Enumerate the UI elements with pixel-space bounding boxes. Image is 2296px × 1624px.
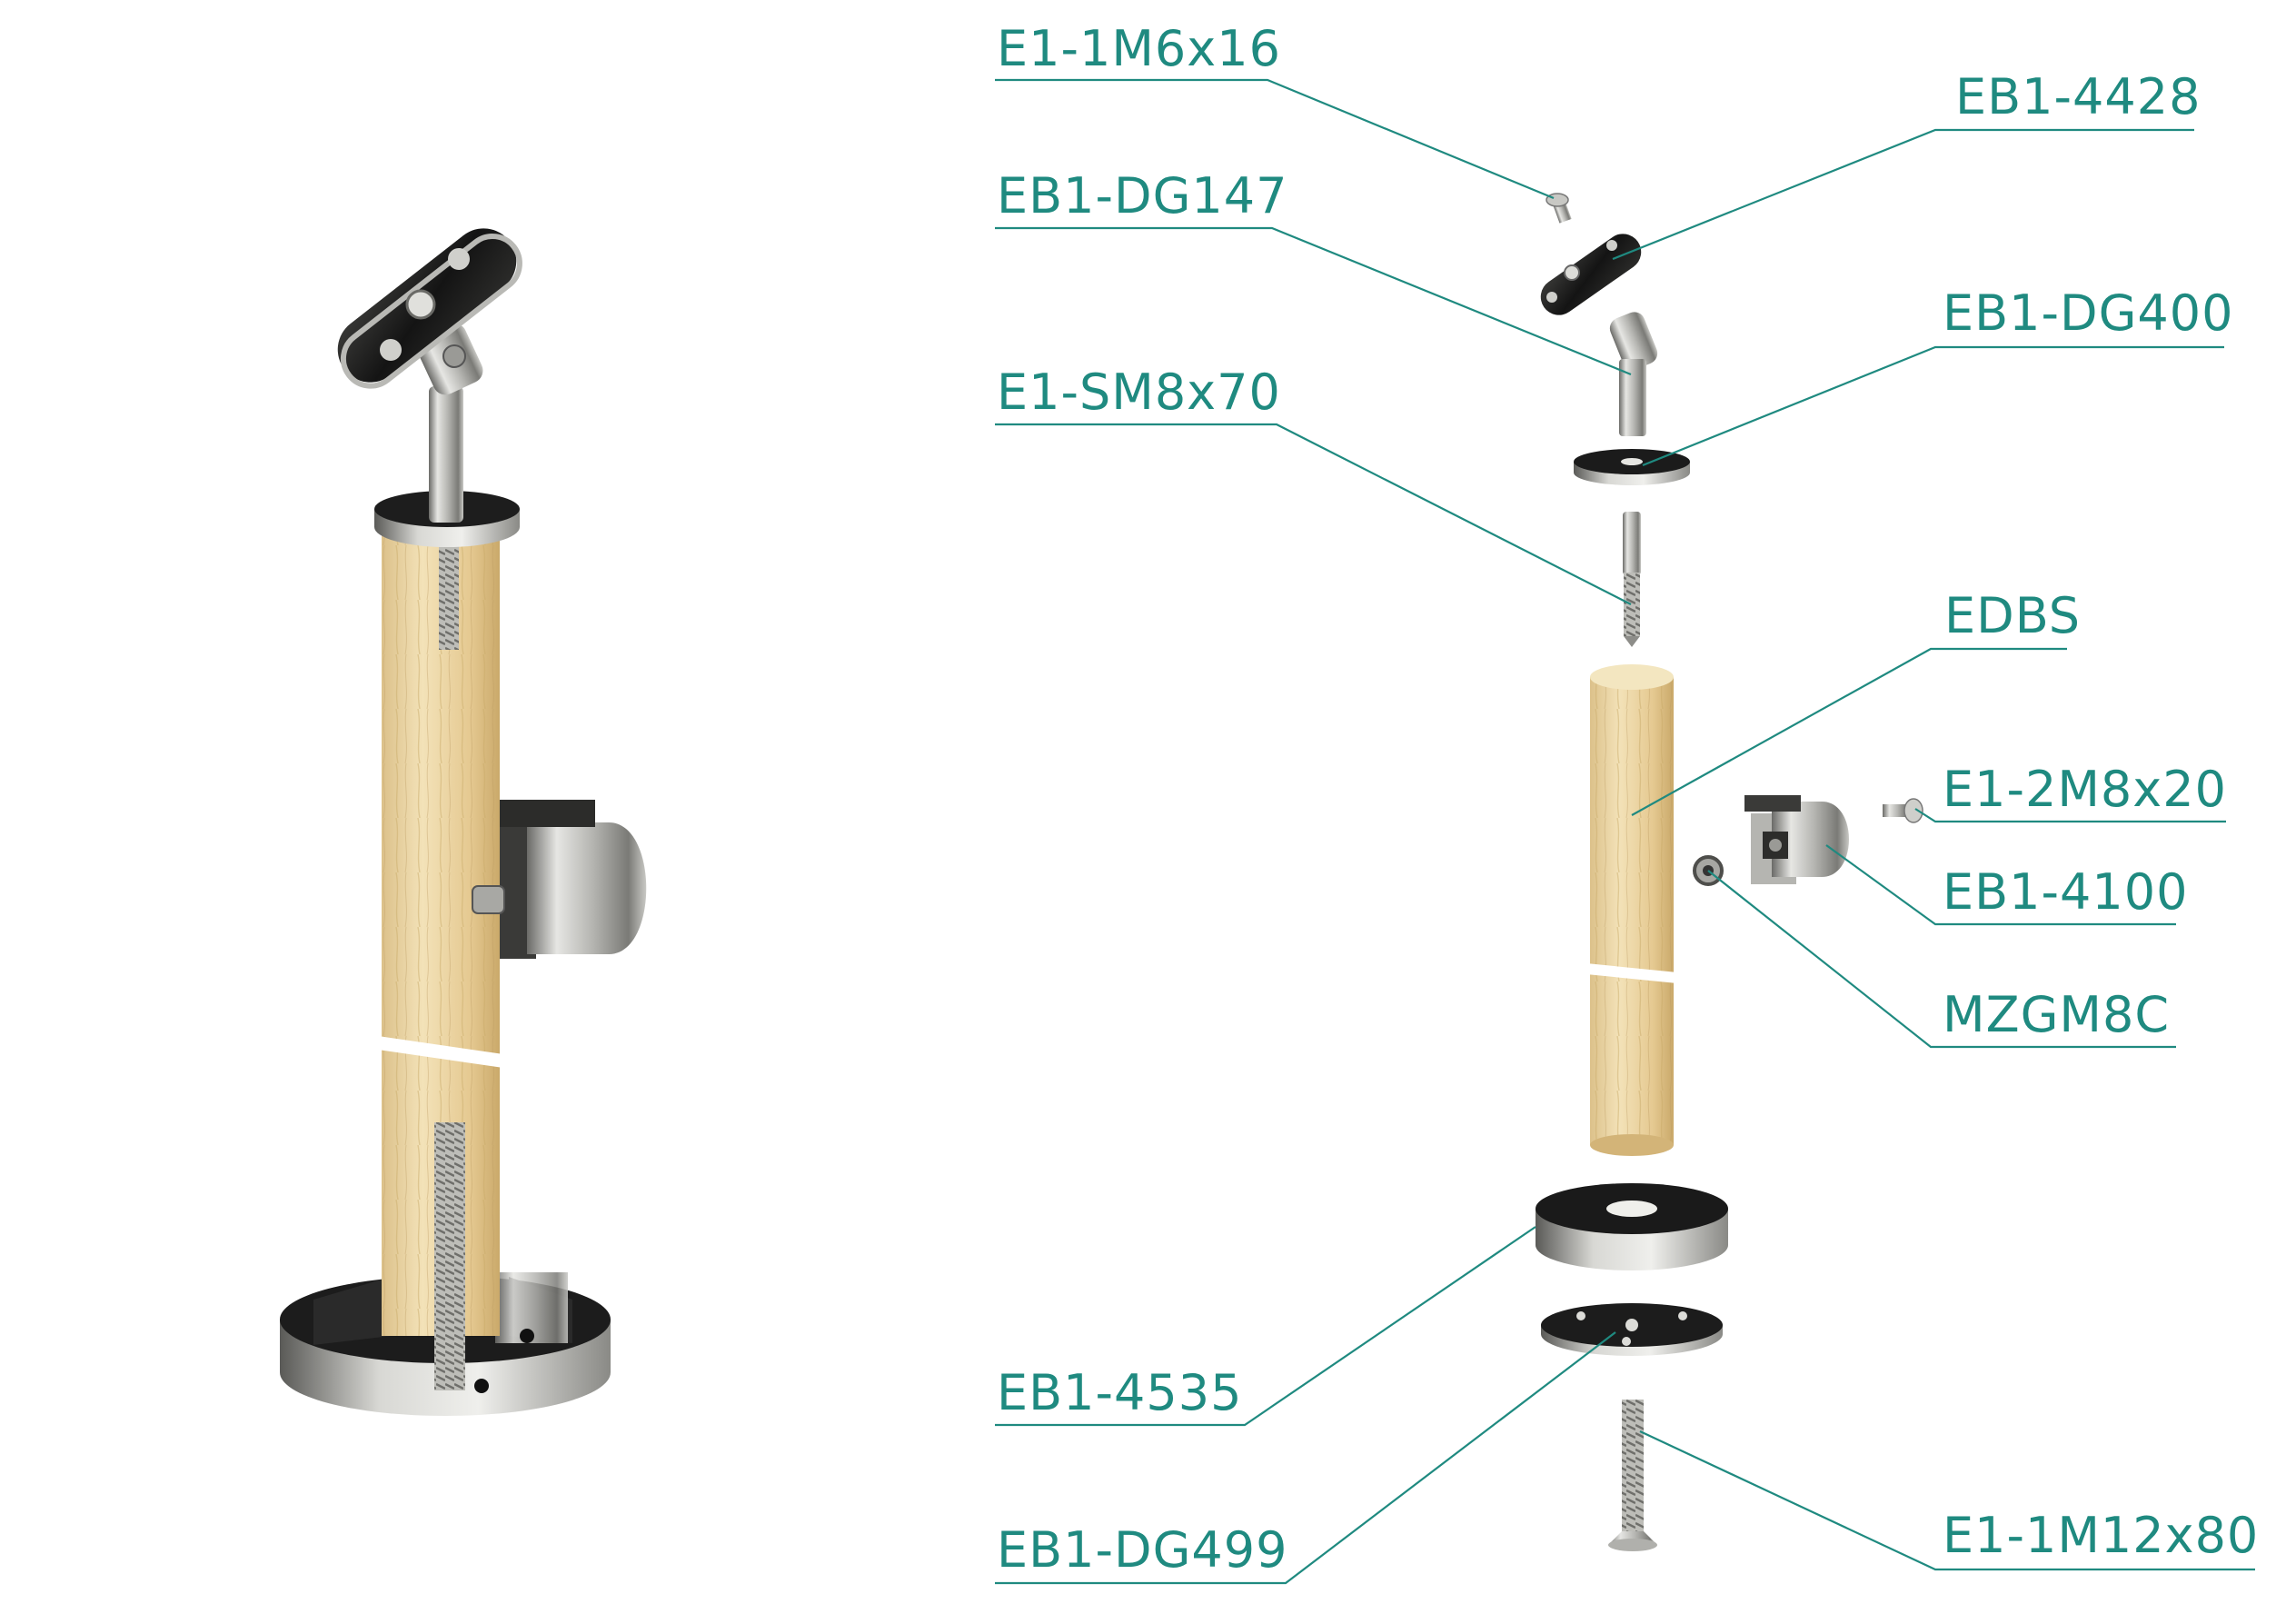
exploded-base-flange <box>1536 1183 1728 1270</box>
leader-e1-1m12x80 <box>1639 1430 2255 1571</box>
exploded-base-plate <box>1541 1303 1723 1356</box>
label-mzgm8c: MZGM8C <box>1943 986 2170 1043</box>
leader-eb1-4428 <box>1612 128 2194 261</box>
label-e1-sm8x70: E1-SM8x70 <box>997 364 1281 421</box>
exploded-screw-m6 <box>1546 193 1572 224</box>
exploded-joint-tube <box>1609 312 1658 436</box>
leader-eb1-dg400 <box>1642 345 2224 467</box>
label-eb1-dg499: EB1-DG499 <box>997 1521 1288 1579</box>
label-edbs: EDBS <box>1944 587 2081 644</box>
exploded-saddle <box>1540 234 1642 315</box>
leader-e1-sm8x70 <box>995 423 1632 605</box>
leader-e1-2m8x20 <box>1914 808 2226 823</box>
exploded-cap-disc <box>1574 449 1690 485</box>
exploded-parts <box>1536 193 1923 1551</box>
leader-lines <box>995 78 2255 1585</box>
label-eb1-4100: EB1-4100 <box>1943 863 2188 921</box>
assembled-threaded-rod <box>434 1122 465 1390</box>
label-eb1-4428: EB1-4428 <box>1955 68 2201 125</box>
leader-eb1-dg147 <box>995 226 1632 376</box>
assembled-handrail-saddle <box>337 228 522 389</box>
label-eb1-dg400: EB1-DG400 <box>1943 284 2234 342</box>
assembled-upright-tube <box>429 386 463 523</box>
exploded-glass-clamp <box>1744 795 1849 884</box>
leader-eb1-4535 <box>995 1226 1536 1427</box>
label-e1-1m6x16: E1-1M6x16 <box>997 20 1281 77</box>
label-eb1-4535: EB1-4535 <box>997 1364 1242 1421</box>
exploded-countersunk-bolt <box>1608 1400 1657 1551</box>
assembled-hanger-bolt <box>439 541 459 650</box>
assembled-post-illustration <box>280 228 647 1416</box>
leader-e1-1m6x16 <box>995 78 1555 200</box>
label-e1-1m12x80: E1-1M12x80 <box>1943 1507 2259 1564</box>
exploded-screw-m8 <box>1883 798 1923 823</box>
exploded-hanger-bolt <box>1623 512 1641 647</box>
part-labels: E1-1M6x16 EB1-4428 EB1-DG147 EB1-DG400 E… <box>997 20 2259 1579</box>
label-e1-2m8x20: E1-2M8x20 <box>1943 761 2227 818</box>
label-eb1-dg147: EB1-DG147 <box>997 167 1288 224</box>
leader-edbs <box>1631 647 2067 816</box>
assembled-glass-clamp <box>472 800 647 959</box>
exploded-wooden-post <box>1586 664 1677 1156</box>
assembled-base-flange <box>280 1272 611 1416</box>
leader-eb1-4100 <box>1825 844 2176 926</box>
leader-eb1-dg499 <box>995 1331 1616 1585</box>
leader-mzgm8c <box>1707 870 2176 1049</box>
